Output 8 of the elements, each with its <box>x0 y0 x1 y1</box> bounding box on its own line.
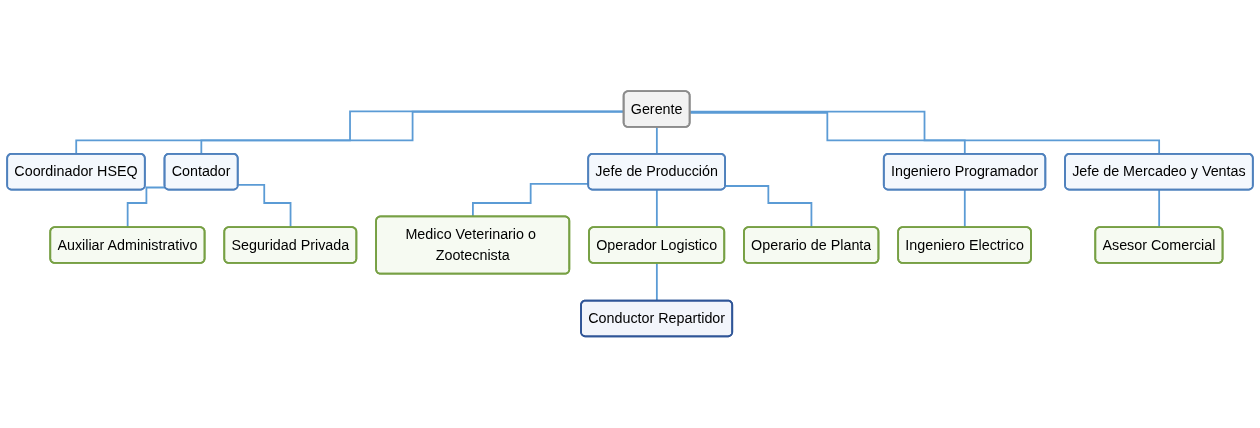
connector <box>963 189 966 229</box>
connector <box>689 110 1161 156</box>
connector <box>689 112 966 156</box>
connector <box>237 184 292 229</box>
connector <box>655 126 658 156</box>
connector <box>655 189 658 229</box>
connector <box>724 185 813 229</box>
connector <box>1158 189 1161 229</box>
